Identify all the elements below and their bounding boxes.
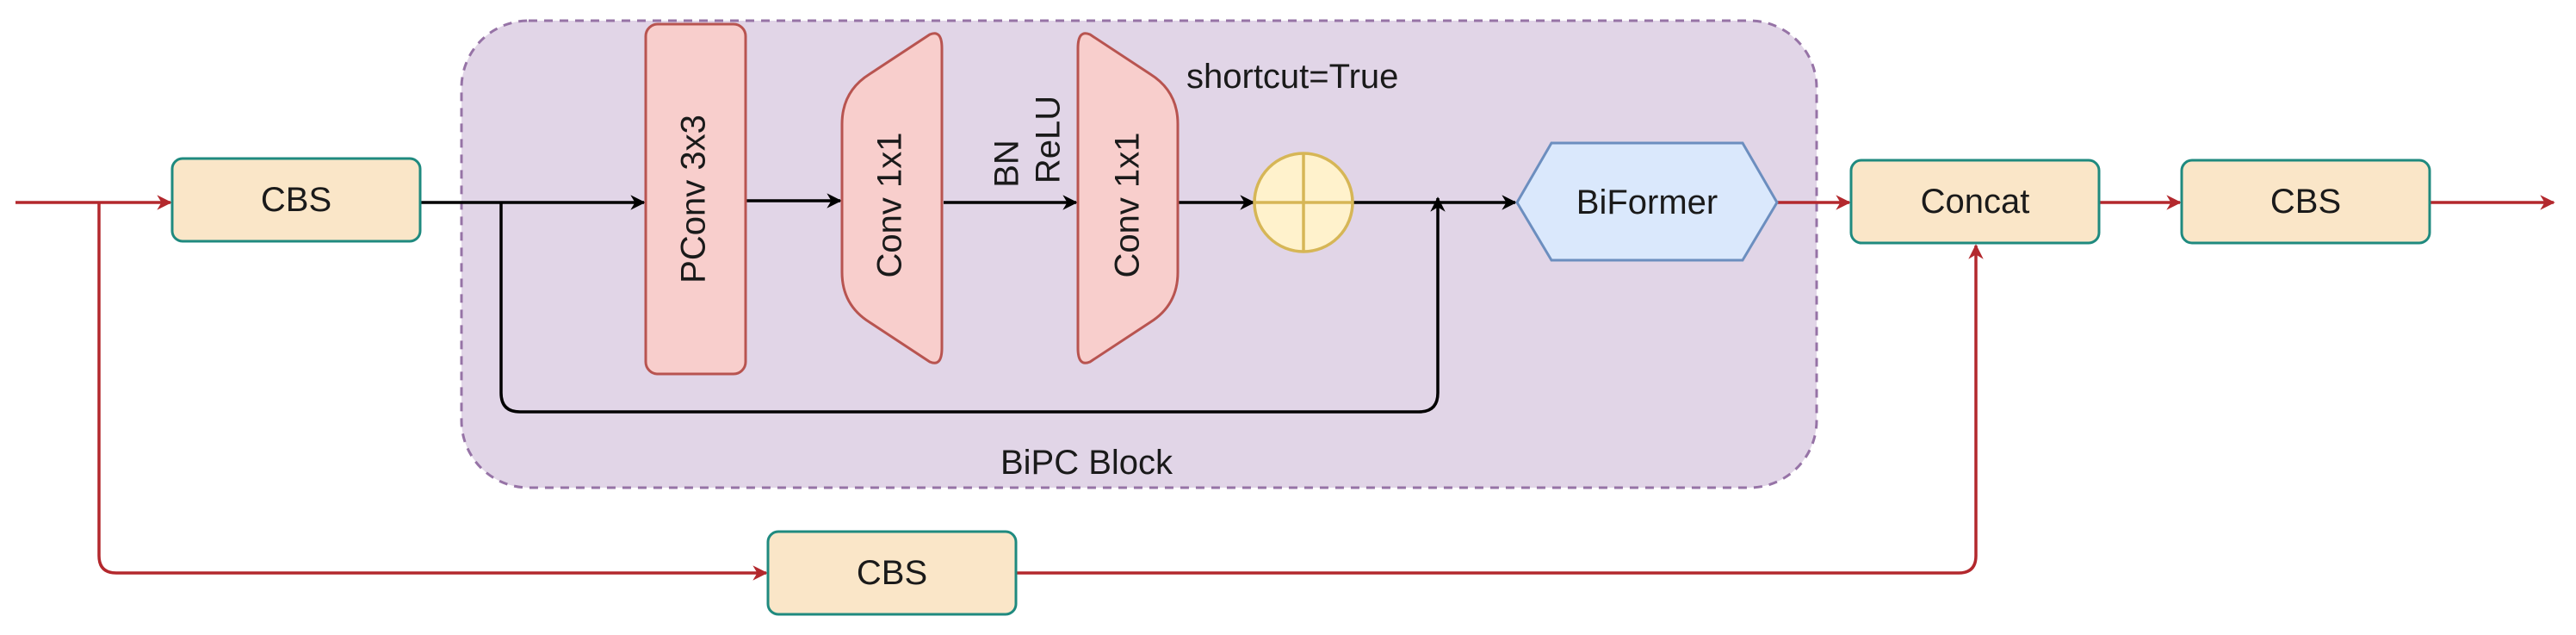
shortcut-label: shortcut=True — [1186, 58, 1398, 96]
cbs-node-left: CBS — [170, 157, 422, 243]
cbs-node-bottom: CBS — [766, 530, 1018, 616]
concat-label: Concat — [1921, 183, 2030, 221]
biformer-node: BiFormer — [1515, 141, 1779, 262]
shortcut-arrow — [499, 196, 1446, 414]
concat-node: Concat — [1849, 159, 2101, 245]
biformer-label: BiFormer — [1576, 184, 1718, 221]
relu-label: ReLU — [1030, 96, 1068, 184]
cbs-node-right: CBS — [2180, 159, 2431, 245]
conv1-label: Conv 1x1 — [871, 133, 909, 278]
conv1-node: Conv 1x1 — [840, 32, 944, 364]
bn-label: BN — [988, 140, 1026, 188]
cbs-left-label: CBS — [261, 181, 331, 219]
add-node-icon — [1253, 152, 1354, 253]
conv2-label: Conv 1x1 — [1109, 133, 1147, 278]
cbs-bottom-label: CBS — [857, 554, 927, 592]
bipc-block-label: BiPC Block — [1000, 444, 1173, 482]
arrow-bottom-cbs-to-concat — [1016, 244, 1984, 575]
pconv-label: PConv 3x3 — [675, 115, 713, 283]
cbs-right-label: CBS — [2270, 183, 2341, 221]
pconv-node: PConv 3x3 — [644, 22, 747, 376]
conv2-node: Conv 1x1 — [1076, 32, 1180, 364]
branch-arrow-bottom-cbs — [97, 202, 768, 581]
